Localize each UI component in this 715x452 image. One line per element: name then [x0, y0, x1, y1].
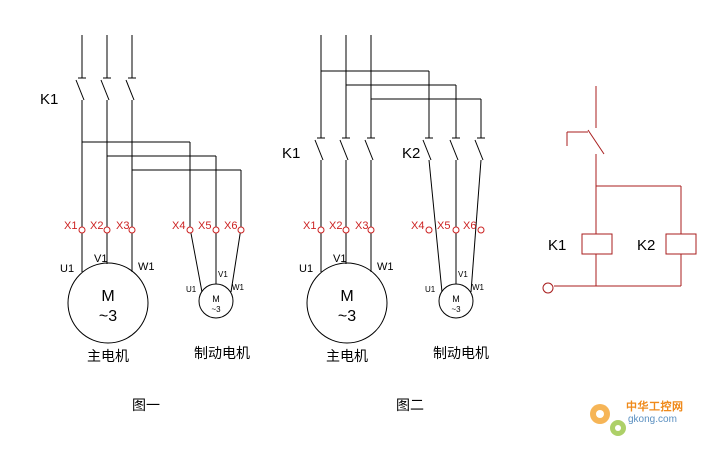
brake-motor-type-f2: ~3 — [451, 305, 461, 314]
main-motor-type-f1: ~3 — [99, 308, 117, 325]
terminal-x4-f2: X4 — [411, 220, 424, 232]
control-terminal — [542, 282, 554, 294]
k1-contact-f1 — [75, 77, 136, 101]
main-motor-u-f2: U1 — [299, 263, 313, 275]
figure1-caption: 图一 — [132, 397, 160, 413]
k1-contact-f2 — [314, 137, 375, 161]
terminal-x3-f2: X3 — [355, 220, 368, 232]
main-motor-u-f1: U1 — [60, 263, 74, 275]
figure2-terminals — [317, 226, 485, 234]
brake-motor-1 — [198, 283, 234, 319]
brake-motor-v-f2: V1 — [458, 270, 468, 279]
brake-motor-symbol-f1: M — [212, 294, 220, 304]
brake-motor-v-f1: V1 — [218, 270, 228, 279]
terminal-x5-f2: X5 — [437, 220, 450, 232]
main-motor-w-f2: W1 — [377, 261, 394, 273]
terminal-x6-f2: X6 — [463, 220, 476, 232]
coil-k1 — [581, 233, 613, 255]
terminal-x2-f2: X2 — [329, 220, 342, 232]
brake-motor-w-f1: W1 — [232, 283, 245, 292]
terminal-x3-f1: X3 — [116, 220, 129, 232]
figure1-terminals — [78, 226, 245, 234]
k2-label-f2: K2 — [402, 145, 420, 162]
brake-motor-u-f1: U1 — [186, 285, 197, 294]
figure2-caption: 图二 — [396, 397, 424, 413]
brake-motor-caption-f1: 制动电机 — [194, 345, 250, 361]
terminal-x6-f1: X6 — [224, 220, 237, 232]
brake-motor-2 — [438, 283, 474, 319]
main-motor-v-f2: V1 — [333, 253, 346, 265]
coil-k1-label: K1 — [548, 237, 566, 254]
k1-label-f1: K1 — [40, 91, 58, 108]
watermark-brand: 中华工控网 — [626, 400, 684, 413]
figure1-labels: K1 X1 X2 X3 X4 X5 X6 U1 V1 W1 M ~3 U1 V1… — [40, 91, 250, 413]
figure2-labels: K1 K2 X1 X2 X3 X4 X5 X6 U1 V1 W1 M ~3 U1… — [282, 145, 489, 413]
k1-label-f2: K1 — [282, 145, 300, 162]
brake-motor-u-f2: U1 — [425, 285, 436, 294]
coil-k2-label: K2 — [637, 237, 655, 254]
brake-motor-symbol-f2: M — [452, 294, 460, 304]
main-motor-type-f2: ~3 — [338, 308, 356, 325]
main-motor-v-f1: V1 — [94, 253, 107, 265]
terminal-x2-f1: X2 — [90, 220, 103, 232]
brake-motor-w-f2: W1 — [472, 283, 485, 292]
terminal-x1-f2: X1 — [303, 220, 316, 232]
brake-motor-caption-f2: 制动电机 — [433, 345, 489, 361]
control-labels: K1 K2 — [548, 237, 655, 254]
control-circuit — [542, 86, 697, 294]
main-motor-w-f1: W1 — [138, 261, 155, 273]
coil-k2 — [665, 233, 697, 255]
main-motor-2 — [306, 262, 388, 344]
watermark-logo — [590, 404, 626, 436]
main-motor-caption-f1: 主电机 — [87, 348, 129, 364]
terminal-x1-f1: X1 — [64, 220, 77, 232]
main-motor-caption-f2: 主电机 — [326, 348, 368, 364]
gear-icon — [590, 404, 626, 436]
watermark-url: gkong.com — [628, 414, 677, 425]
main-motor-symbol-f2: M — [340, 288, 353, 305]
k2-contact-f2 — [422, 137, 485, 161]
figure2 — [306, 35, 485, 344]
figure1 — [67, 35, 242, 344]
main-motor-1 — [67, 262, 149, 344]
brake-motor-type-f1: ~3 — [211, 305, 221, 314]
terminal-x4-f1: X4 — [172, 220, 185, 232]
main-motor-symbol-f1: M — [101, 288, 114, 305]
terminal-x5-f1: X5 — [198, 220, 211, 232]
